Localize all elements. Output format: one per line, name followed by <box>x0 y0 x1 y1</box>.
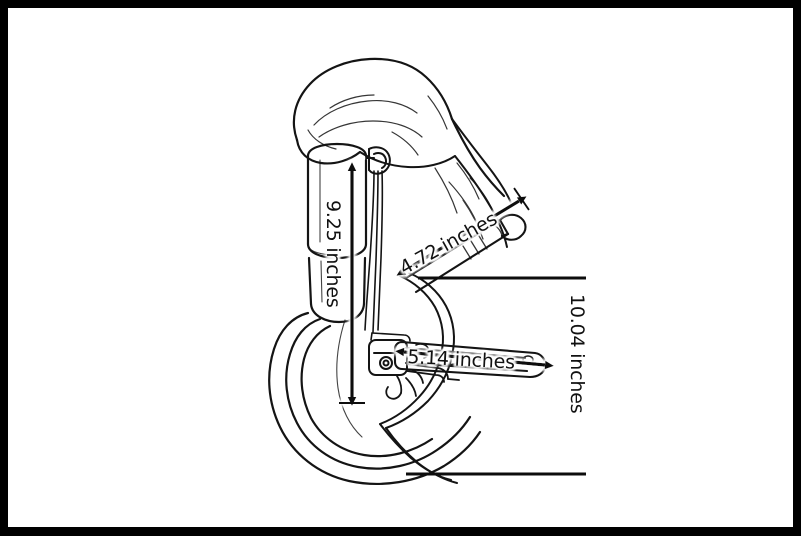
cable-bundle <box>364 170 384 333</box>
seat-outline <box>292 57 506 198</box>
pivot-top-tab <box>370 332 411 342</box>
fork-lower-leg <box>307 256 367 324</box>
clamp-bracket <box>365 146 391 175</box>
artboard: 9.25 inches 4.72 inches 5.14 inches 10.0… <box>8 8 793 527</box>
dimension-annotations <box>339 162 586 478</box>
fender-inner-crease <box>336 319 363 438</box>
seat-crease-lines <box>307 94 448 156</box>
dimension-arrow-5-14 <box>395 347 554 370</box>
pivot-block <box>368 339 408 376</box>
linkage-hook <box>385 369 424 400</box>
fork-tube-seams <box>307 159 338 303</box>
fender-outline <box>268 311 482 485</box>
fork-tube <box>306 142 368 260</box>
drawing-canvas: 9.25 inches 4.72 inches 5.14 inches 10.0… <box>8 8 793 527</box>
dimension-arrow-9-25 <box>339 162 365 406</box>
dimension-arrow-4-72 <box>396 187 530 276</box>
